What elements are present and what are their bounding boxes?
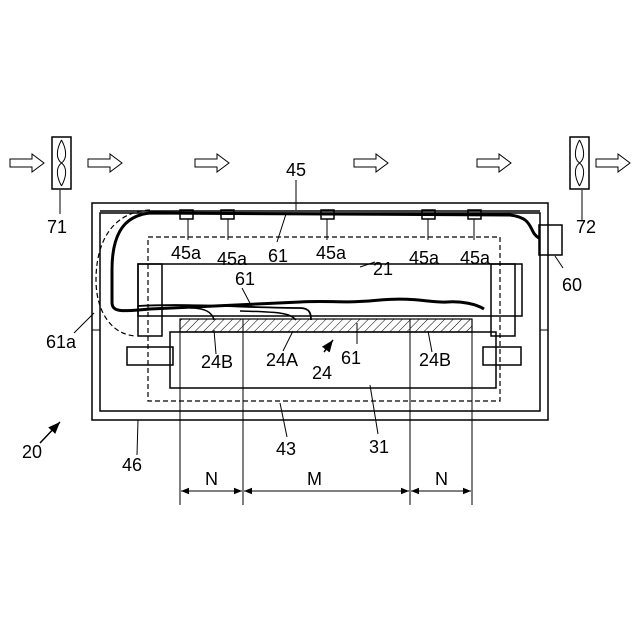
fan-72 [570, 137, 589, 189]
label-61-top: 61 [268, 246, 288, 266]
label-24: 24 [312, 363, 332, 383]
strip-24 [180, 319, 472, 332]
fan-71 [52, 137, 71, 189]
label-45a-5: 45a [460, 248, 491, 268]
label-45a-2: 45a [217, 249, 248, 269]
label-45a-4: 45a [409, 248, 440, 268]
label-61-lower: 61 [235, 269, 255, 289]
label-20: 20 [22, 442, 42, 462]
label-fan-71: 71 [47, 217, 67, 237]
flow-arrow [195, 154, 229, 172]
airflow-arrows [10, 154, 630, 172]
flow-arrow [10, 154, 44, 172]
box-60 [539, 225, 562, 255]
flow-arrow [477, 154, 511, 172]
label-61-center: 61 [341, 348, 361, 368]
label-21: 21 [373, 259, 393, 279]
label-45a-3: 45a [316, 243, 347, 263]
label-24B-right: 24B [419, 350, 451, 370]
label-43: 43 [276, 439, 296, 459]
label-24B-left: 24B [201, 352, 233, 372]
label-fan-72: 72 [576, 217, 596, 237]
label-45a-1: 45a [171, 243, 202, 263]
flow-arrow [354, 154, 388, 172]
flow-arrow [596, 154, 630, 172]
label-dim-N-left: N [205, 469, 218, 489]
flow-arrow [88, 154, 122, 172]
label-61a: 61a [46, 332, 77, 352]
label-46: 46 [122, 455, 142, 475]
label-dim-M: M [307, 469, 322, 489]
arrow-24 [324, 340, 333, 352]
label-60: 60 [562, 275, 582, 295]
arrow-20 [40, 422, 60, 443]
label-dim-N-right: N [435, 469, 448, 489]
label-45: 45 [286, 160, 306, 180]
label-31: 31 [369, 437, 389, 457]
label-24A: 24A [266, 350, 298, 370]
